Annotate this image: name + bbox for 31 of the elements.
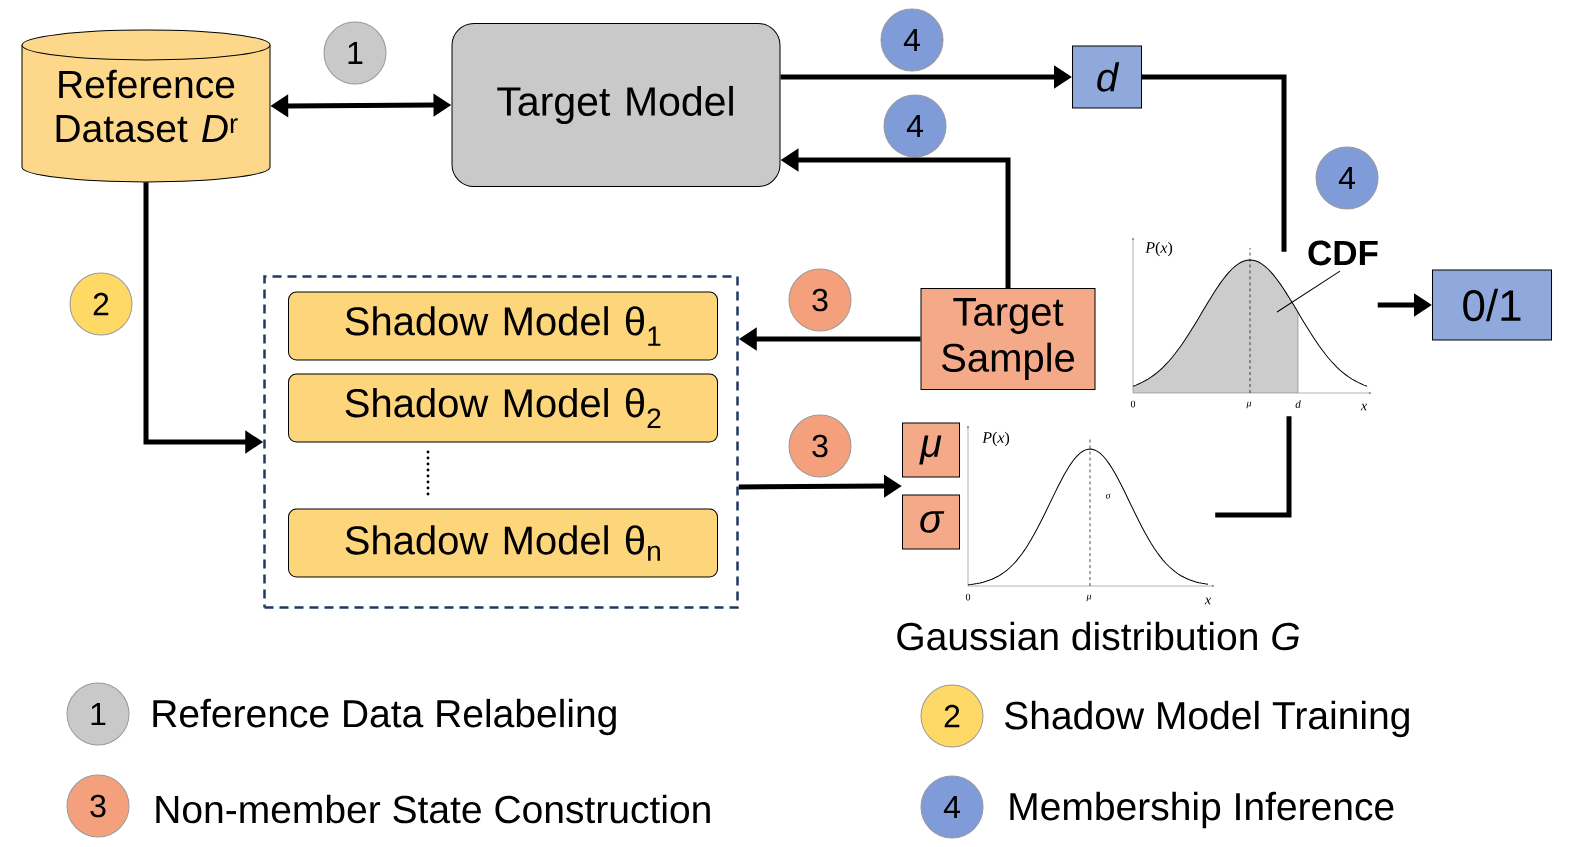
plot-caption: Gaussian distribution G xyxy=(897,621,1299,651)
leader-line xyxy=(1276,270,1341,313)
dashed-group-box xyxy=(263,275,739,609)
process-box: μ xyxy=(902,422,960,478)
shadow-model-box: Shadow Model θ$_{2}$ xyxy=(288,373,718,443)
legend-number: 3 xyxy=(90,794,106,818)
tick-label: d xyxy=(1295,400,1301,408)
legend-text: Reference Data Relabeling xyxy=(153,698,616,736)
plot-drawing xyxy=(966,425,1215,588)
axis-label: P(x) xyxy=(982,431,1010,447)
process-box: Target Sample xyxy=(920,288,1096,390)
process-box: d xyxy=(1072,45,1142,109)
tick-label: 0 xyxy=(1130,400,1136,408)
tick-label: 0 xyxy=(965,593,971,601)
legend-text: Shadow Model Training xyxy=(1005,700,1409,738)
legend-number: 4 xyxy=(943,796,960,818)
database-cylinder: Reference Dataset D$^{r}$ xyxy=(21,29,271,183)
legend-number: 2 xyxy=(944,704,960,728)
shadow-model-box: Shadow Model θ$_{1}$ xyxy=(288,291,718,361)
connector-line xyxy=(1142,74,1287,252)
legend-text: Membership Inference xyxy=(1010,791,1394,829)
shadow-model-box: Shadow Model θ$_{n}$ xyxy=(288,508,718,578)
process-box: 0/1 xyxy=(1432,269,1552,341)
plot-label: CDF xyxy=(1308,240,1378,266)
plot-label: σ xyxy=(1105,493,1111,499)
axis-label: x xyxy=(1360,403,1367,411)
legend-number: 1 xyxy=(91,703,106,725)
model-box: Target Model xyxy=(451,23,781,187)
connector-line xyxy=(1215,416,1292,518)
legend-text: Non-member State Construction xyxy=(156,794,710,824)
process-box: σ xyxy=(902,494,960,550)
